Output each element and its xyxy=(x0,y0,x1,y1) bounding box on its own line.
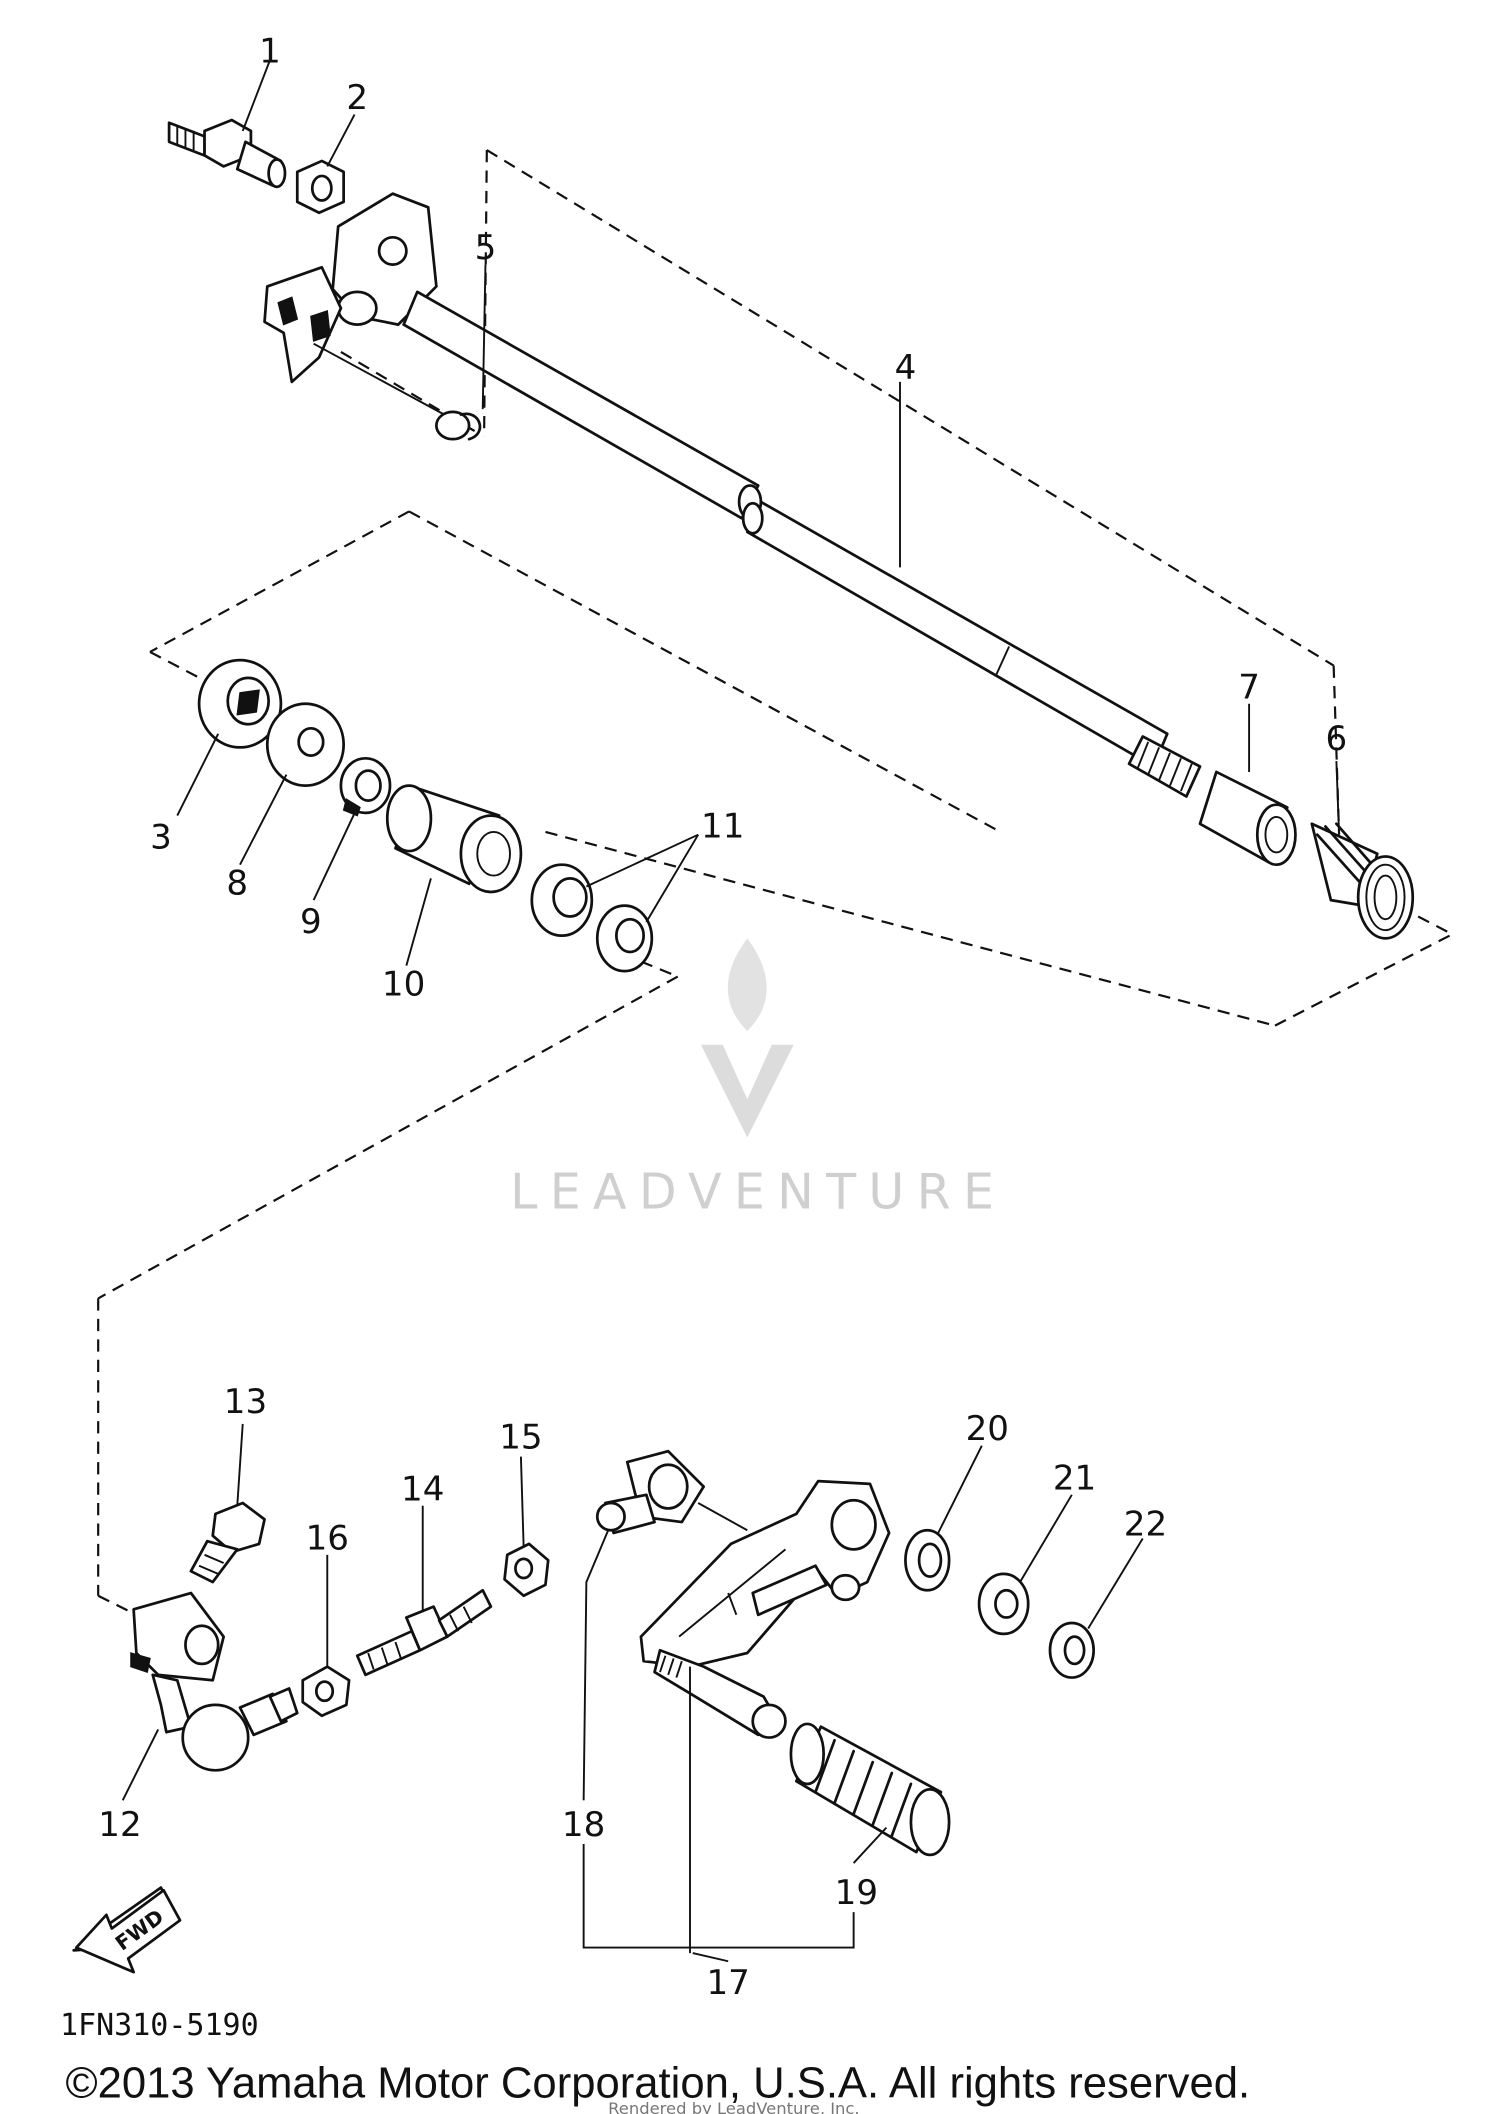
callout-22: 22 xyxy=(1124,1505,1167,1545)
callout-6: 6 xyxy=(1326,719,1348,759)
part-14-shift-rod xyxy=(355,1588,493,1677)
diagram-code: 1FN310-5190 xyxy=(60,2008,259,2043)
part-20-circlip xyxy=(904,1528,951,1592)
part-10-collar xyxy=(385,784,523,894)
part-7-bushing xyxy=(1198,770,1297,867)
callout-15: 15 xyxy=(499,1417,542,1457)
copyright-text: ©2013 Yamaha Motor Corporation, U.S.A. A… xyxy=(65,2059,1250,2108)
part-22-circlip xyxy=(1048,1621,1095,1679)
callout-19: 19 xyxy=(835,1873,878,1913)
part-8-washer xyxy=(265,702,345,787)
callout-1: 1 xyxy=(259,32,281,72)
callout-18: 18 xyxy=(562,1805,605,1845)
callout-8: 8 xyxy=(226,864,248,904)
callout-2: 2 xyxy=(346,78,368,118)
part-13-bolt xyxy=(189,1501,266,1584)
callout-5: 5 xyxy=(475,228,497,268)
callout-20: 20 xyxy=(966,1409,1009,1449)
part-2-nut xyxy=(295,159,345,215)
part-18-rod-end xyxy=(595,1449,748,1535)
part-21-washer xyxy=(977,1572,1030,1636)
part-19-pedal-rubber xyxy=(789,1722,951,1857)
part-6-spring xyxy=(1310,822,1415,940)
shift-arm-assembly xyxy=(263,192,476,432)
leader-lines xyxy=(121,59,1341,1963)
part-17-shift-pedal xyxy=(639,1479,891,1739)
callout-10: 10 xyxy=(382,965,425,1005)
part-5-clip xyxy=(434,410,482,441)
watermark-text: LEADVENTURE xyxy=(510,1162,1006,1220)
part-3-oil-seal xyxy=(197,658,283,749)
part-9-circlip xyxy=(339,756,392,817)
callout-4: 4 xyxy=(895,348,917,388)
watermark-v-icon xyxy=(700,1044,794,1138)
assembly-frames xyxy=(97,149,1453,1624)
callout-16: 16 xyxy=(306,1518,349,1558)
callout-17: 17 xyxy=(706,1963,749,2003)
callout-12: 12 xyxy=(98,1805,141,1845)
part-1-bolt xyxy=(167,118,287,189)
forward-arrow: FWD xyxy=(72,1886,182,1974)
part-16-nut xyxy=(301,1665,351,1718)
callout-14: 14 xyxy=(401,1469,444,1509)
watermark: LEADVENTURE xyxy=(510,938,1006,1220)
callout-3: 3 xyxy=(150,817,172,857)
rendered-by-text: Rendered by LeadVenture, Inc. xyxy=(608,2099,859,2114)
callout-7: 7 xyxy=(1238,667,1260,707)
part-15-nut xyxy=(503,1542,550,1598)
callout-13: 13 xyxy=(224,1382,267,1422)
part-4-shift-shaft xyxy=(402,290,1202,798)
callout-11: 11 xyxy=(701,806,744,846)
callout-21: 21 xyxy=(1053,1458,1096,1498)
part-12-rod-joint xyxy=(130,1591,299,1772)
callout-9: 9 xyxy=(300,902,322,942)
watermark-flame-icon xyxy=(727,938,767,1032)
callout-numbers: 1 2 3 4 5 6 7 8 9 10 11 12 13 14 15 16 1… xyxy=(98,32,1347,2003)
part-11-seals xyxy=(530,863,654,973)
